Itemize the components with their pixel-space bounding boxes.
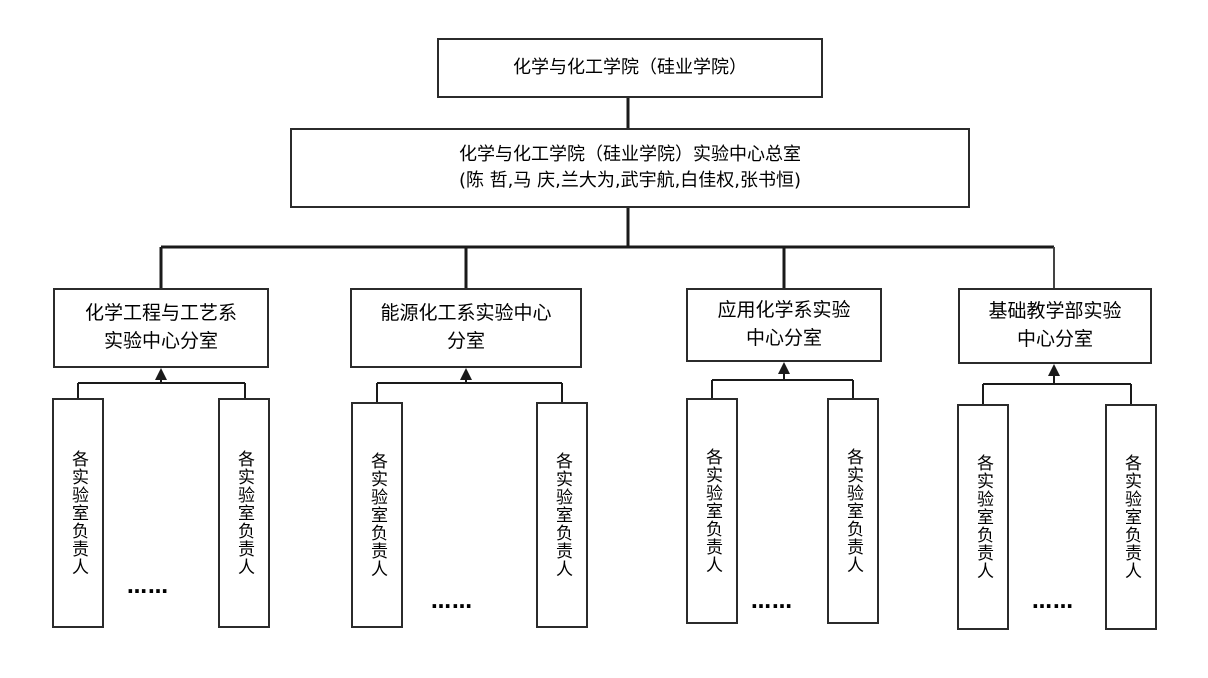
department-node-applied-chemistry: 应用化学系实验 中心分室 [686,288,882,362]
lab-leader-node: 各实验室负责人 [218,398,270,628]
center-node: 化学与化工学院（硅业学院）实验中心总室 (陈 哲,马 庆,兰大为,武宇航,白佳权… [290,128,970,208]
lab-leader-label: 各实验室负责人 [702,448,722,574]
lab-leader-node: 各实验室负责人 [686,398,738,624]
department-line2: 中心分室 [1016,328,1093,350]
lab-leader-node: 各实验室负责人 [536,402,588,628]
lab-leader-label: 各实验室负责人 [843,448,863,574]
lab-leader-label: 各实验室负责人 [1121,454,1141,580]
root-label: 化学与化工学院（硅业学院） [513,56,747,78]
lab-leader-node: 各实验室负责人 [957,404,1009,630]
lab-leader-label: 各实验室负责人 [552,452,572,578]
center-line1: 化学与化工学院（硅业学院）实验中心总室 [459,143,801,165]
ellipsis: …… [431,589,473,613]
lab-leader-node: 各实验室负责人 [351,402,403,628]
lab-leader-label: 各实验室负责人 [68,450,88,576]
department-line1: 化学工程与工艺系 [84,302,237,325]
department-node-chemical-engineering: 化学工程与工艺系 实验中心分室 [53,288,269,368]
lab-leader-node: 各实验室负责人 [1105,404,1157,630]
department-line2: 分室 [446,330,485,352]
department-line1: 能源化工系实验中心 [380,302,552,325]
lab-leader-node: 各实验室负责人 [52,398,104,628]
root-node: 化学与化工学院（硅业学院） [437,38,823,98]
lab-leader-label: 各实验室负责人 [367,452,387,578]
department-line1: 基础教学部实验 [988,300,1122,323]
department-node-basic-teaching: 基础教学部实验 中心分室 [958,288,1152,364]
lab-leader-label: 各实验室负责人 [973,454,993,580]
lab-leader-label: 各实验室负责人 [234,450,254,576]
department-line2: 实验中心分室 [103,330,218,352]
ellipsis: …… [751,589,793,613]
ellipsis: …… [1032,589,1074,613]
department-node-energy-chemical: 能源化工系实验中心 分室 [350,288,582,368]
lab-leader-node: 各实验室负责人 [827,398,879,624]
department-line2: 中心分室 [745,327,822,349]
department-line1: 应用化学系实验 [717,299,851,322]
ellipsis: …… [127,574,169,598]
center-line2: (陈 哲,马 庆,兰大为,武宇航,白佳权,张书恒) [458,170,802,191]
